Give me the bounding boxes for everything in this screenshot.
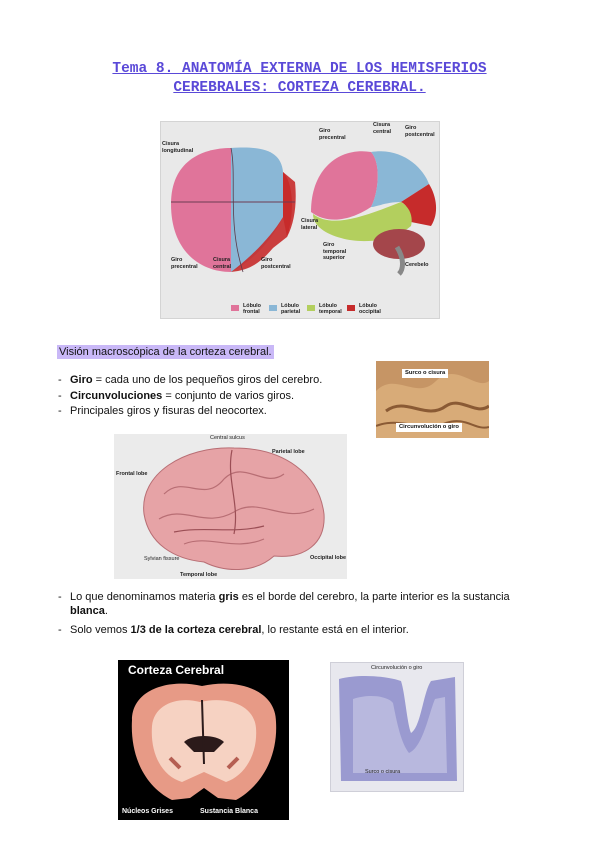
label-central-sulcus: Central sulcus [210, 435, 245, 441]
label-occipital-lobe: Occipital lobe [310, 555, 347, 561]
lobes-figure: Cisura longitudinal Giro precentral Cisu… [160, 121, 440, 319]
label-cisura-longitudinal: Cisura longitudinal [162, 141, 194, 154]
lobe-legend: Lóbulo frontal Lóbulo parietal Lóbulo te… [231, 303, 441, 317]
gyri-illustration [143, 447, 325, 571]
label-cerebelo: Cerebelo [405, 262, 429, 268]
legend-swatch-frontal [231, 305, 239, 311]
title-line-2: CEREBRALES: CORTEZA CEREBRAL. [173, 80, 426, 96]
coronal-title: Corteza Cerebral [128, 663, 225, 677]
bullet-giro: -Giro = cada uno de los pequeños giros d… [58, 374, 323, 386]
photo-label-circunvolucion: Circunvolución o giro [396, 423, 462, 432]
gyrus-photo: Surco o cisura Circunvolución o giro [376, 361, 489, 438]
label-cisura-central-bottom: Cisura central [213, 257, 232, 270]
label-giro-postcentral-top: Giro postcentral [405, 125, 435, 138]
bullet-un-tercio: -Solo vemos 1/3 de la corteza cerebral, … [58, 624, 409, 636]
histology-label-top: Circunvolución o giro [371, 665, 423, 671]
legend-swatch-occipital [347, 305, 355, 311]
legend-label-temporal: Lóbulo temporal [319, 303, 342, 315]
coronal-label-nucleos: Núcleos Grises [122, 808, 173, 815]
label-giro-postcentral-bottom: Giro postcentral [261, 257, 291, 270]
legend-label-parietal: Lóbulo parietal [281, 303, 301, 315]
label-cisura-lateral: Cisura lateral [301, 218, 319, 231]
gyri-figure: Central sulcus Frontal lobe Parietal lob… [114, 434, 347, 579]
section-heading: Visión macroscópica de la corteza cerebr… [57, 345, 274, 359]
coronal-section-figure: Corteza Cerebral Núcleos Grises Sustanci… [118, 660, 289, 820]
gyrus-photo-art [376, 361, 489, 438]
lateral-view-brain [311, 151, 437, 276]
legend-label-frontal: Lóbulo frontal [243, 303, 261, 315]
page-title: Tema 8. ANATOMÍA EXTERNA DE LOS HEMISFER… [0, 60, 599, 98]
label-cisura-central-top: Cisura central [373, 122, 392, 135]
legend-swatch-temporal [307, 305, 315, 311]
photo-label-surco: Surco o cisura [402, 369, 449, 378]
label-frontal-lobe: Frontal lobe [116, 471, 148, 477]
legend-label-occipital: Lóbulo occipital [359, 303, 381, 315]
histology-label-bottom: Surco o cisura [365, 769, 401, 775]
label-giro-temporal-superior: Giro temporal superior [323, 242, 347, 261]
label-parietal-lobe: Parietal lobe [272, 449, 305, 455]
label-giro-precentral-top: Giro precentral [319, 128, 346, 141]
coronal-label-sustancia: Sustancia Blanca [200, 808, 258, 815]
label-giro-precentral-bottom: Giro precentral [171, 257, 198, 270]
legend-swatch-parietal [269, 305, 277, 311]
lobes-illustration [171, 147, 437, 276]
bullet-circunvoluciones: -Circunvoluciones = conjunto de varios g… [58, 390, 295, 402]
histology-art [339, 675, 457, 781]
bullet-materia-gris: -Lo que denominamos materia gris es el b… [58, 591, 510, 617]
top-view-brain [171, 147, 296, 273]
title-line-1: Tema 8. ANATOMÍA EXTERNA DE LOS HEMISFER… [112, 61, 487, 77]
histology-figure: Circunvolución o giro Surco o cisura [330, 662, 464, 792]
bullet-principales: -Principales giros y fisuras del neocort… [58, 405, 267, 417]
coronal-section-art [131, 683, 277, 800]
label-temporal-lobe: Temporal lobe [180, 572, 218, 578]
label-sylvian-fissure: Sylvian fissure [144, 556, 180, 562]
